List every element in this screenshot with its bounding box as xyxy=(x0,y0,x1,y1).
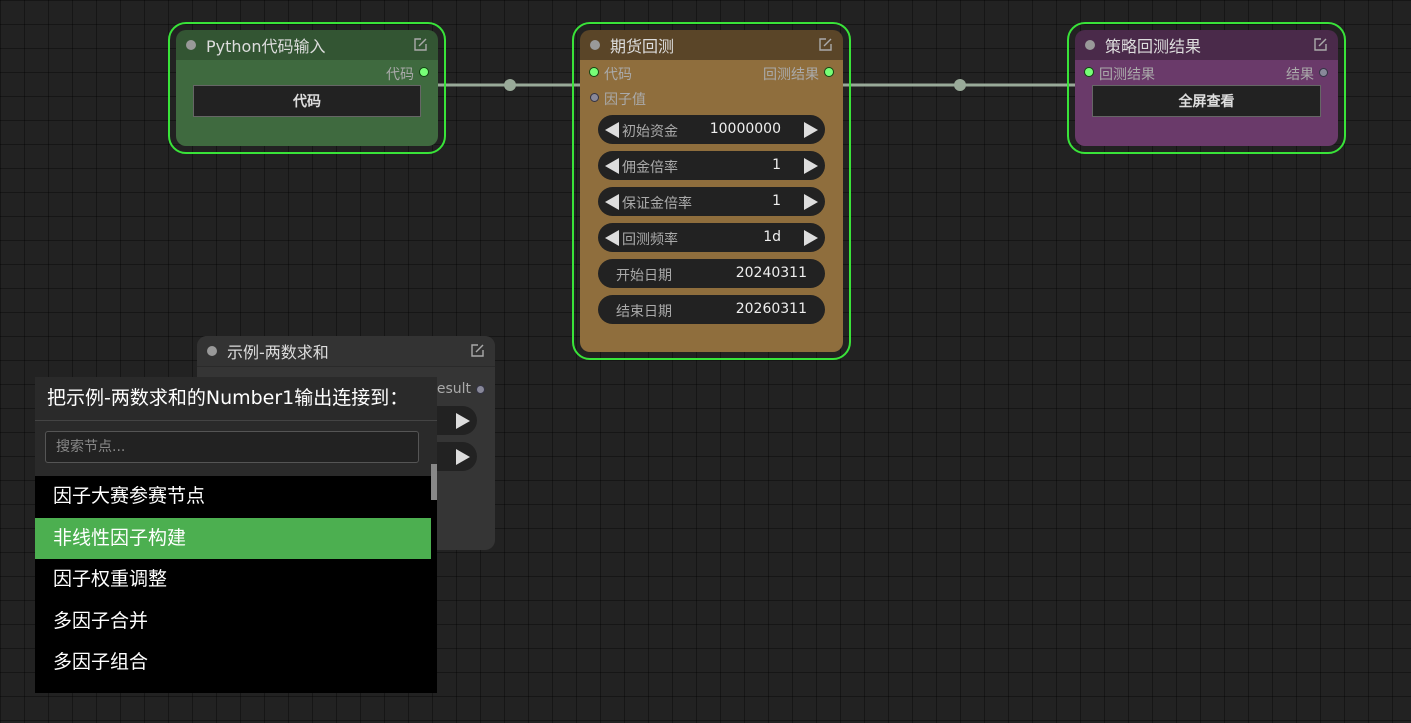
widget-end-date[interactable]: 结束日期 20260311 xyxy=(598,295,825,324)
list-item[interactable]: 因子大赛参赛节点 xyxy=(53,485,206,507)
port-dot[interactable] xyxy=(420,68,428,76)
increment-arrow-icon[interactable] xyxy=(804,230,818,246)
node-strategy-result[interactable]: 策略回测结果 回测结果 结果 全屏查看 xyxy=(1067,22,1346,154)
port-dot[interactable] xyxy=(590,68,598,76)
wire-midpoint xyxy=(954,79,966,91)
edit-icon[interactable] xyxy=(1312,37,1328,53)
increment-arrow-icon[interactable] xyxy=(804,122,818,138)
node-title: 示例-两数求和 xyxy=(227,343,329,362)
widget-initial-capital[interactable]: 初始资金 10000000 xyxy=(598,115,825,144)
list-item[interactable]: 因子相关性分析 xyxy=(35,684,431,694)
port-dot[interactable] xyxy=(1319,68,1328,77)
list-item[interactable]: 因子权重调整 xyxy=(53,568,168,590)
decrement-arrow-icon[interactable] xyxy=(605,194,619,210)
node-python-input[interactable]: Python代码输入 代码 代码 xyxy=(168,22,446,154)
node-header[interactable]: Python代码输入 xyxy=(176,30,438,60)
scrollbar[interactable] xyxy=(431,464,437,500)
fullscreen-view-button[interactable]: 全屏查看 xyxy=(1092,85,1321,117)
connect-node-popup[interactable]: 把示例-两数求和的Number1输出连接到： 因子大赛参赛节点 非线性因子构建 … xyxy=(35,377,437,693)
widget-start-date[interactable]: 开始日期 20240311 xyxy=(598,259,825,288)
increment-arrow-icon[interactable] xyxy=(804,194,818,210)
decrement-arrow-icon[interactable] xyxy=(605,158,619,174)
edit-icon[interactable] xyxy=(469,343,485,359)
widget-commission-rate[interactable]: 佣金倍率 1 xyxy=(598,151,825,180)
input-port-code[interactable]: 代码 回测结果 xyxy=(580,60,843,85)
increment-arrow-icon[interactable] xyxy=(456,413,470,429)
edit-icon[interactable] xyxy=(412,37,428,53)
list-item[interactable]: 多因子合并 xyxy=(53,609,149,632)
increment-arrow-icon[interactable] xyxy=(456,449,470,465)
port-dot[interactable] xyxy=(590,93,599,102)
edit-icon[interactable] xyxy=(817,37,833,53)
increment-arrow-icon[interactable] xyxy=(804,158,818,174)
collapse-dot-icon[interactable] xyxy=(186,40,196,50)
widget-margin-rate[interactable]: 保证金倍率 1 xyxy=(598,187,825,216)
popup-title: 把示例-两数求和的Number1输出连接到： xyxy=(35,377,437,420)
output-port-result[interactable]: Result xyxy=(197,377,495,402)
code-button[interactable]: 代码 xyxy=(193,85,421,117)
decrement-arrow-icon[interactable] xyxy=(605,122,619,138)
collapse-dot-icon[interactable] xyxy=(590,40,600,50)
search-input[interactable] xyxy=(45,431,419,463)
node-header[interactable]: 策略回测结果 xyxy=(1075,30,1338,60)
input-port-factor[interactable]: 因子值 xyxy=(580,85,843,110)
list-item[interactable]: 多因子组合 xyxy=(53,651,149,673)
node-header[interactable]: 期货回测 xyxy=(580,30,843,60)
node-header[interactable]: 示例-两数求和 xyxy=(197,336,495,367)
list-item[interactable]: 非线性因子构建 xyxy=(35,517,431,559)
node-title: Python代码输入 xyxy=(206,37,326,56)
input-port-backtest-result[interactable]: 回测结果 结果 xyxy=(1075,60,1338,85)
node-futures-backtest[interactable]: 期货回测 代码 回测结果 因子值 初始资金 10000000 佣金倍率 1 xyxy=(572,22,851,360)
output-port-code[interactable]: 代码 xyxy=(176,60,438,85)
port-dot[interactable] xyxy=(476,385,485,394)
port-dot[interactable] xyxy=(1085,68,1093,76)
widget-backtest-frequency[interactable]: 回测频率 1d xyxy=(598,223,825,252)
collapse-dot-icon[interactable] xyxy=(1085,40,1095,50)
search-area xyxy=(35,420,437,476)
node-list[interactable]: 因子大赛参赛节点 非线性因子构建 因子权重调整 多因子合并 多因子组合 因子相关… xyxy=(35,476,431,693)
node-title: 策略回测结果 xyxy=(1105,37,1202,56)
port-dot[interactable] xyxy=(825,68,833,76)
collapse-dot-icon[interactable] xyxy=(207,346,217,356)
decrement-arrow-icon[interactable] xyxy=(605,230,619,246)
wire-midpoint xyxy=(504,79,516,91)
node-title: 期货回测 xyxy=(610,37,675,56)
